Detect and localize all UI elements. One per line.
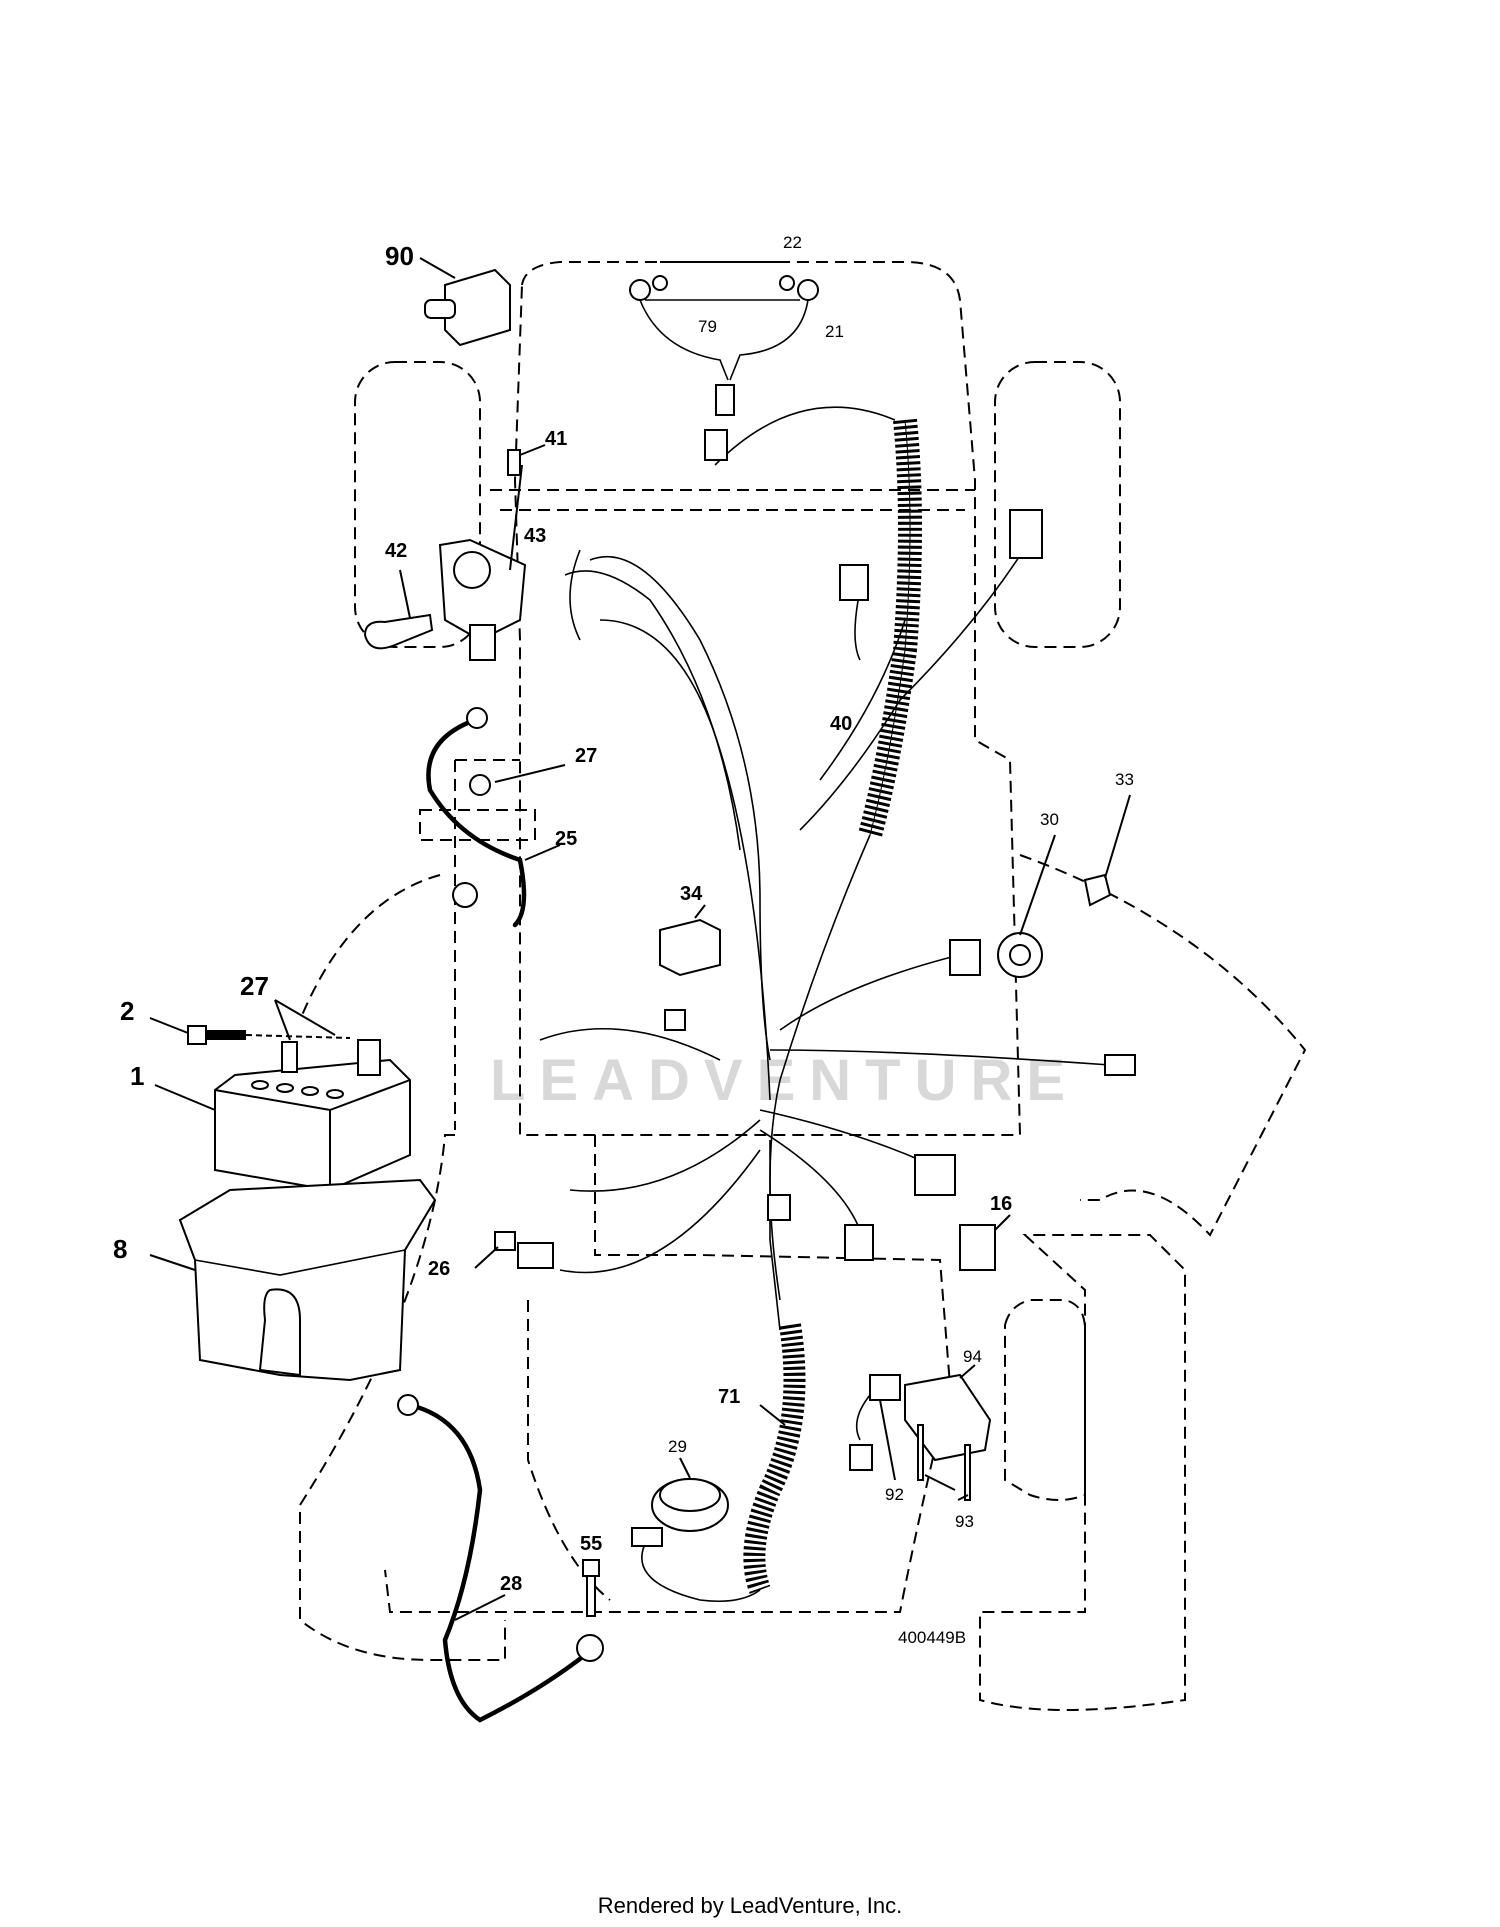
part-2-bolt — [149, 1017, 351, 1045]
callout-71: 71 — [718, 1386, 740, 1408]
footer-credit: Rendered by LeadVenture, Inc. — [597, 1893, 903, 1918]
callout-22: 22 — [783, 233, 802, 252]
callout-41: 41 — [545, 428, 567, 450]
callout-92: 92 — [885, 1485, 904, 1504]
callout-29: 29 — [668, 1437, 687, 1456]
part-90-connector — [419, 257, 511, 347]
callout-55: 55 — [580, 1533, 602, 1555]
tractor-outline — [299, 261, 1307, 1711]
wiring-harness — [539, 406, 1136, 1331]
callout-90: 90 — [385, 241, 414, 271]
callout-79: 79 — [698, 317, 717, 336]
part-40-harness-sleeve — [858, 418, 922, 839]
part-16-relay — [959, 1214, 1011, 1271]
callout-40: 40 — [830, 713, 852, 735]
part-headlights — [629, 261, 819, 416]
callout-8: 8 — [113, 1234, 127, 1264]
part-27-terminal — [274, 999, 336, 1041]
part-33-key — [1083, 794, 1131, 907]
part-41-screw — [507, 444, 546, 476]
part-29-button — [631, 1457, 761, 1603]
callout-21: 21 — [825, 322, 844, 341]
part-71-harness-sleeve — [743, 1323, 806, 1594]
callout-26: 26 — [428, 1258, 450, 1280]
callout-94: 94 — [963, 1347, 982, 1366]
callout-93: 93 — [955, 1512, 974, 1531]
drawing-number: 400449B — [898, 1628, 966, 1647]
part-25-cable — [426, 707, 561, 928]
part-30-ignition-switch — [949, 834, 1056, 978]
part-94-pto-switch — [904, 1364, 992, 1462]
callout-1: 1 — [130, 1061, 144, 1091]
part-8-battery-tray — [149, 1178, 437, 1382]
watermark: LEADVENTURE — [490, 1048, 1079, 1113]
part-93-screws — [917, 1424, 971, 1501]
part-34-switch — [659, 904, 721, 1031]
callout-27-nut: 27 — [575, 745, 597, 767]
part-28-ground-cable — [397, 1394, 604, 1723]
callout-30: 30 — [1040, 810, 1059, 829]
part-55-screw — [582, 1559, 600, 1617]
callout-42: 42 — [385, 540, 407, 562]
callout-33: 33 — [1115, 770, 1134, 789]
part-27-nut — [469, 764, 566, 796]
part-42-boot — [363, 569, 434, 650]
callout-27-terminal: 27 — [240, 971, 269, 1001]
part-26-fuse — [474, 1231, 554, 1269]
part-1-battery — [154, 1039, 411, 1192]
callout-43: 43 — [524, 525, 546, 547]
part-43-solenoid — [438, 464, 527, 661]
callout-28: 28 — [500, 1573, 522, 1595]
callout-34: 34 — [680, 883, 703, 905]
callout-2: 2 — [120, 996, 134, 1026]
callouts: 90 22 79 21 41 42 43 40 27 25 33 30 34 2… — [113, 233, 1134, 1647]
callout-25: 25 — [555, 828, 577, 850]
part-92-switch — [849, 1374, 901, 1481]
callout-16: 16 — [990, 1193, 1012, 1215]
